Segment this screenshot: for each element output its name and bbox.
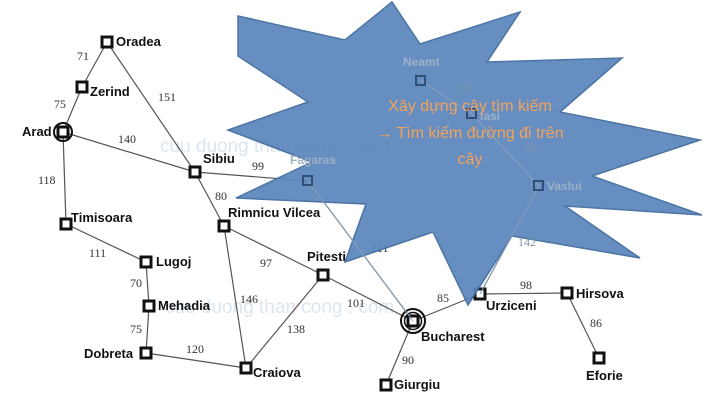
road-hirsova-eforie xyxy=(566,292,600,359)
node-giurgiu xyxy=(379,378,393,392)
road-vaslui-iasi xyxy=(471,113,540,187)
city-nodes xyxy=(59,35,606,392)
dist-mehadia-dobreta: 75 xyxy=(130,322,142,336)
dist-timisoara-lugoj: 111 xyxy=(89,246,106,260)
node-rimnicu-vilcea xyxy=(217,219,231,233)
label-fagaras: Fagaras xyxy=(290,153,336,167)
road-arad-sibiu xyxy=(62,131,196,173)
dist-hirsova-eforie: 86 xyxy=(590,316,602,330)
road-sibiu-rimnicu xyxy=(194,171,225,227)
label-lugoj: Lugoj xyxy=(156,254,191,269)
node-vaslui xyxy=(533,180,544,191)
road-rimnicu-pitesti xyxy=(223,225,324,276)
dist-oradea-zerind: 71 xyxy=(77,49,89,63)
label-mehadia: Mehadia xyxy=(158,298,211,313)
node-oradea xyxy=(100,35,114,49)
dist-bucharest-giurgiu: 90 xyxy=(402,353,414,367)
dist-bucharest-urziceni: 85 xyxy=(437,291,449,305)
dist-vaslui-iasi: 92 xyxy=(526,141,538,155)
callout-text: Xây dựng cây tìm kiếm → Tìm kiếm đường đ… xyxy=(376,98,563,168)
road-urziceni-hirsova xyxy=(479,292,568,295)
starburst-callout xyxy=(225,0,703,307)
node-mehadia xyxy=(142,299,156,313)
dist-pitesti-craiova: 138 xyxy=(287,322,305,336)
label-iasi: Iasi xyxy=(480,109,500,123)
road-oradea-zerind xyxy=(81,41,108,88)
node-craiova xyxy=(239,361,253,375)
label-rimnicu-vilcea: Rimnicu Vilcea xyxy=(228,205,321,220)
road-urziceni-vaslui-faded xyxy=(479,185,540,295)
road-oradea-sibiu xyxy=(106,41,196,173)
label-pitesti: Pitesti xyxy=(307,249,346,264)
city-labels: Oradea Zerind Arad Sibiu Timisoara Rimni… xyxy=(22,34,624,392)
dist-arad-timisoara: 118 xyxy=(38,173,56,187)
dist-urziceni-vaslui: 142 xyxy=(518,235,536,249)
label-vaslui: Vaslui xyxy=(547,179,582,193)
dist-lugoj-mehadia: 70 xyxy=(130,276,142,290)
label-bucharest: Bucharest xyxy=(421,329,485,344)
label-craiova: Craiova xyxy=(253,365,301,380)
dist-pitesti-bucharest: 101 xyxy=(347,296,365,310)
node-neamt xyxy=(415,75,426,86)
dist-iasi-neamt: 87 xyxy=(460,81,472,95)
label-sibiu: Sibiu xyxy=(203,151,235,166)
callout-line-2: → Tìm kiếm đường đi trên xyxy=(376,125,563,142)
callout-line-1: Xây dựng cây tìm kiếm xyxy=(388,98,552,115)
callout-line-3: cây xyxy=(458,151,483,168)
road-fagaras-bucharest-faded xyxy=(307,180,414,322)
road-rimnicu-craiova xyxy=(223,225,247,369)
dist-dobreta-craiova: 120 xyxy=(186,342,204,356)
label-dobreta: Dobreta xyxy=(84,346,134,361)
label-arad: Arad xyxy=(22,124,52,139)
node-zerind xyxy=(75,80,89,94)
label-timisoara: Timisoara xyxy=(71,210,133,225)
dist-rimnicu-craiova: 146 xyxy=(240,292,258,306)
road-pitesti-bucharest xyxy=(322,274,414,322)
node-eforie xyxy=(592,351,606,365)
dist-sibiu-rimnicu: 80 xyxy=(215,189,227,203)
label-hirsova: Hirsova xyxy=(576,286,624,301)
node-fagaras xyxy=(302,175,313,186)
label-eforie: Eforie xyxy=(586,368,623,383)
label-zerind: Zerind xyxy=(90,84,130,99)
node-hirsova xyxy=(560,286,574,300)
road-iasi-neamt xyxy=(419,79,473,115)
node-iasi xyxy=(466,108,477,119)
road-arad-timisoara xyxy=(62,131,67,225)
label-urziceni: Urziceni xyxy=(486,298,537,313)
road-pitesti-craiova xyxy=(245,274,324,369)
node-dobreta xyxy=(139,346,153,360)
dist-zerind-arad: 75 xyxy=(54,97,66,111)
road-timisoara-lugoj xyxy=(65,223,147,263)
node-pitesti xyxy=(316,268,330,282)
node-arad xyxy=(53,122,73,142)
node-timisoara xyxy=(59,217,73,231)
dist-rimnicu-pitesti: 97 xyxy=(260,256,272,270)
watermark-bottom: cuu duong than cong . com xyxy=(165,297,394,318)
node-lugoj xyxy=(139,255,153,269)
dist-urziceni-hirsova: 98 xyxy=(520,278,532,292)
dist-sibiu-fagaras: 99 xyxy=(252,159,264,173)
road-lugoj-mehadia xyxy=(145,261,150,307)
dist-arad-sibiu: 140 xyxy=(118,132,136,146)
road-dobreta-craiova xyxy=(145,352,247,369)
node-sibiu xyxy=(188,165,202,179)
road-mehadia-dobreta xyxy=(145,305,150,354)
faded-details: Neamt Iasi Vaslui Fagaras 87 92 142 xyxy=(290,55,582,322)
label-giurgiu: Giurgiu xyxy=(394,377,440,392)
dist-oradea-sibiu: 151 xyxy=(158,90,176,104)
label-neamt: Neamt xyxy=(403,55,440,69)
label-oradea: Oradea xyxy=(116,34,162,49)
